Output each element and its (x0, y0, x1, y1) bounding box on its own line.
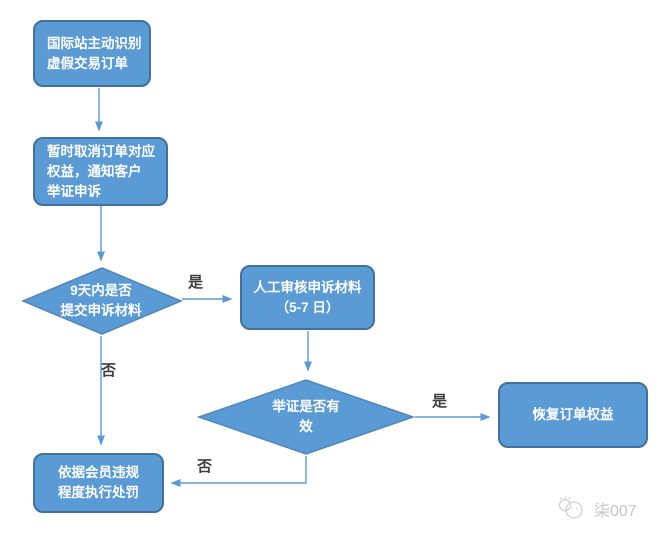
node-cancel-benefits-notify: 暂时取消订单对应 权益，通知客户 举证申诉 (33, 137, 168, 206)
node-restore-benefits-label: 恢复订单权益 (532, 407, 614, 422)
node-identify-fraud-orders: 国际站主动识别 虚假交易订单 (33, 20, 151, 87)
decision-submit-materials-shape (21, 267, 183, 335)
node-manual-review: 人工审核申诉材料 （5-7 日） (240, 265, 375, 330)
node-manual-review-label: 人工审核申诉材料 （5-7 日） (253, 279, 362, 315)
connector-evidence-no-to-punish (170, 456, 307, 487)
watermark-text: 柒007 (594, 503, 637, 520)
node-execute-punishment-label: 依据会员违规 程度执行处罚 (58, 465, 139, 500)
node-restore-benefits: 恢复订单权益 (498, 382, 648, 448)
edge-label-submit-yes: 是 (188, 274, 204, 291)
edge-label-evidence-yes: 是 (432, 393, 448, 410)
node-cancel-benefits-notify-label: 暂时取消订单对应 权益，通知客户 举证申诉 (47, 143, 155, 199)
decision-evidence-valid-label: 举证是否有 效 (272, 399, 340, 434)
decision-evidence-valid-shape (196, 379, 416, 455)
node-execute-punishment: 依据会员违规 程度执行处罚 (33, 453, 164, 513)
node-identify-fraud-orders-label: 国际站主动识别 虚假交易订单 (47, 35, 142, 71)
edge-label-evidence-no: 否 (197, 458, 213, 475)
watermark: 柒007 (556, 496, 637, 522)
decision-submit-materials-label: 9天内是否 提交申诉材料 (60, 283, 142, 318)
cat-doodle-icon (558, 496, 583, 519)
edge-label-submit-no: 否 (101, 362, 117, 379)
